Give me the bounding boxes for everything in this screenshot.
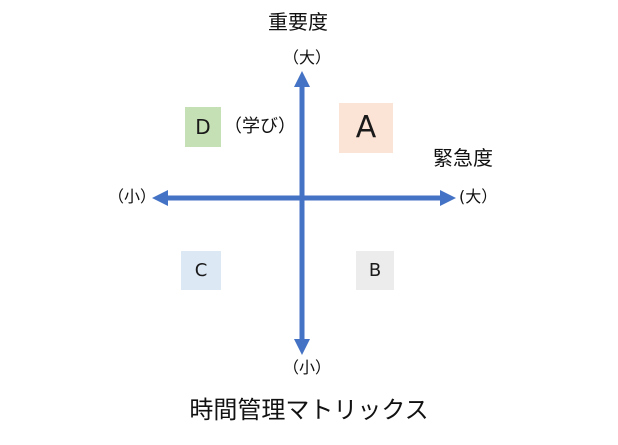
quadrant-d-suffix: （学び）	[224, 116, 296, 137]
quadrant-b-box: B	[356, 251, 394, 290]
x-axis-title: 緊急度	[433, 146, 493, 170]
y-axis-low-label: （小）	[283, 358, 332, 377]
quadrant-a-box: A	[339, 103, 393, 153]
x-axis-left-arrowhead	[152, 190, 168, 206]
y-axis-title: 重要度	[268, 10, 328, 34]
diagram-caption: 時間管理マトリックス	[189, 396, 429, 424]
x-axis-high-label: (大）	[459, 187, 498, 206]
y-axis-high-label: （大）	[283, 48, 332, 67]
y-axis-bottom-arrowhead	[294, 339, 310, 355]
x-axis-right-arrowhead	[440, 190, 456, 206]
quadrant-d-box: D	[185, 107, 221, 147]
y-axis-top-arrowhead	[294, 71, 310, 87]
quadrant-c-box: C	[181, 251, 221, 290]
x-axis-low-label: （小）	[108, 187, 157, 206]
